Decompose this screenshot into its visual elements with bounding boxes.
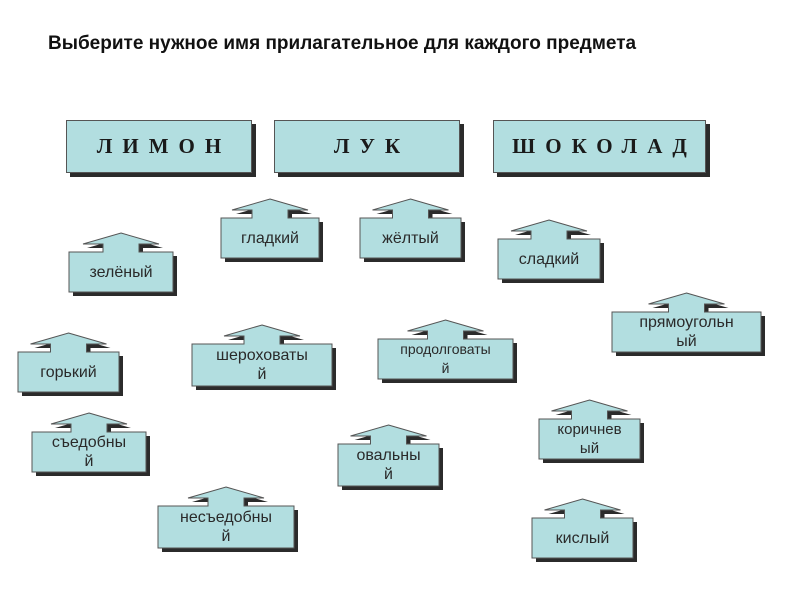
adjective-gorkiy[interactable]: горький [17, 332, 123, 396]
arrow-box-shape [191, 324, 336, 390]
noun-onion-label: ЛУК [333, 134, 411, 158]
arrow-box-shape [17, 332, 123, 396]
arrow-box-shape [497, 219, 604, 283]
arrow-box-shape [337, 424, 443, 490]
arrow-box-shape [359, 198, 465, 262]
arrow-box-shape [220, 198, 323, 262]
arrow-box-shape [157, 486, 298, 552]
adjective-zelenyy[interactable]: зелёный [68, 232, 177, 296]
noun-lemon-label: ЛИМОН [96, 134, 232, 158]
arrow-box-shape [377, 319, 517, 383]
adjective-sladkiy[interactable]: сладкий [497, 219, 604, 283]
page-title: Выберите нужное имя прилагательное для к… [48, 33, 637, 54]
noun-onion[interactable]: ЛУК [274, 120, 460, 173]
arrow-box-shape [531, 498, 637, 562]
arrow-box-shape [538, 399, 644, 463]
arrow-box-shape [611, 292, 765, 356]
arrow-box-shape [31, 412, 150, 476]
adjective-zheltyy[interactable]: жёлтый [359, 198, 465, 262]
adjective-kislyy[interactable]: кислый [531, 498, 637, 562]
arrow-box-shape [68, 232, 177, 296]
noun-chocolate[interactable]: ШОКОЛАД [493, 120, 706, 173]
noun-lemon[interactable]: ЛИМОН [66, 120, 252, 173]
adjective-gladkiy[interactable]: гладкий [220, 198, 323, 262]
noun-chocolate-label: ШОКОЛАД [512, 134, 697, 158]
